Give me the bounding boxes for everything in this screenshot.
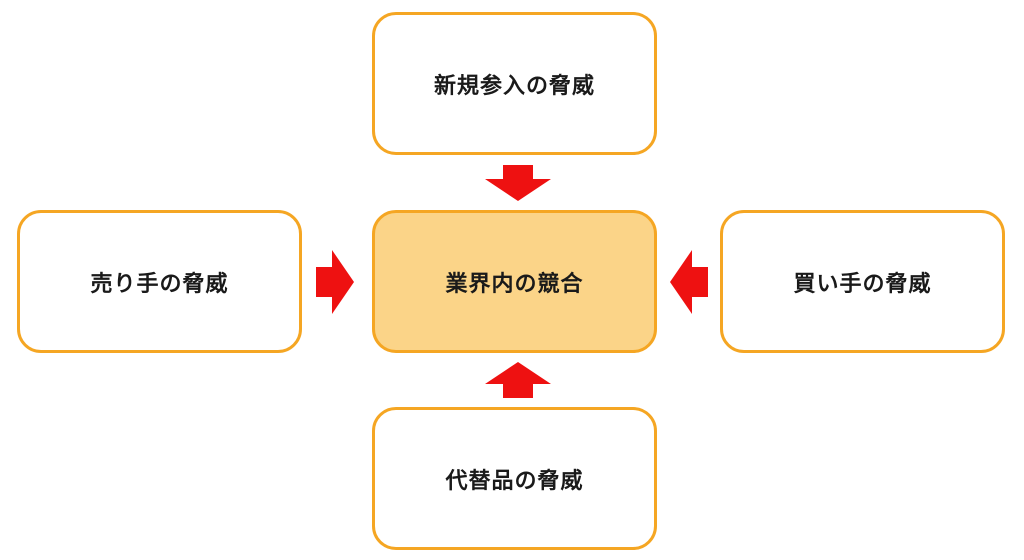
industry-rivalry-label: 業界内の競合: [445, 271, 584, 297]
supplier-threat-box: 売り手の脅威: [17, 210, 302, 353]
supplier-threat-label: 売り手の脅威: [90, 271, 229, 297]
new-entrants-threat-box: 新規参入の脅威: [372, 12, 657, 155]
buyer-threat-label: 買い手の脅威: [793, 271, 932, 297]
substitutes-threat-box: 代替品の脅威: [372, 407, 657, 550]
arrow-up-icon: [485, 362, 551, 398]
new-entrants-threat-label: 新規参入の脅威: [433, 73, 595, 99]
arrow-left-icon: [670, 250, 708, 314]
industry-rivalry-box: 業界内の競合: [372, 210, 657, 353]
buyer-threat-box: 買い手の脅威: [720, 210, 1005, 353]
arrow-right-icon: [316, 250, 354, 314]
substitutes-threat-label: 代替品の脅威: [445, 468, 584, 494]
arrow-down-icon: [485, 165, 551, 201]
